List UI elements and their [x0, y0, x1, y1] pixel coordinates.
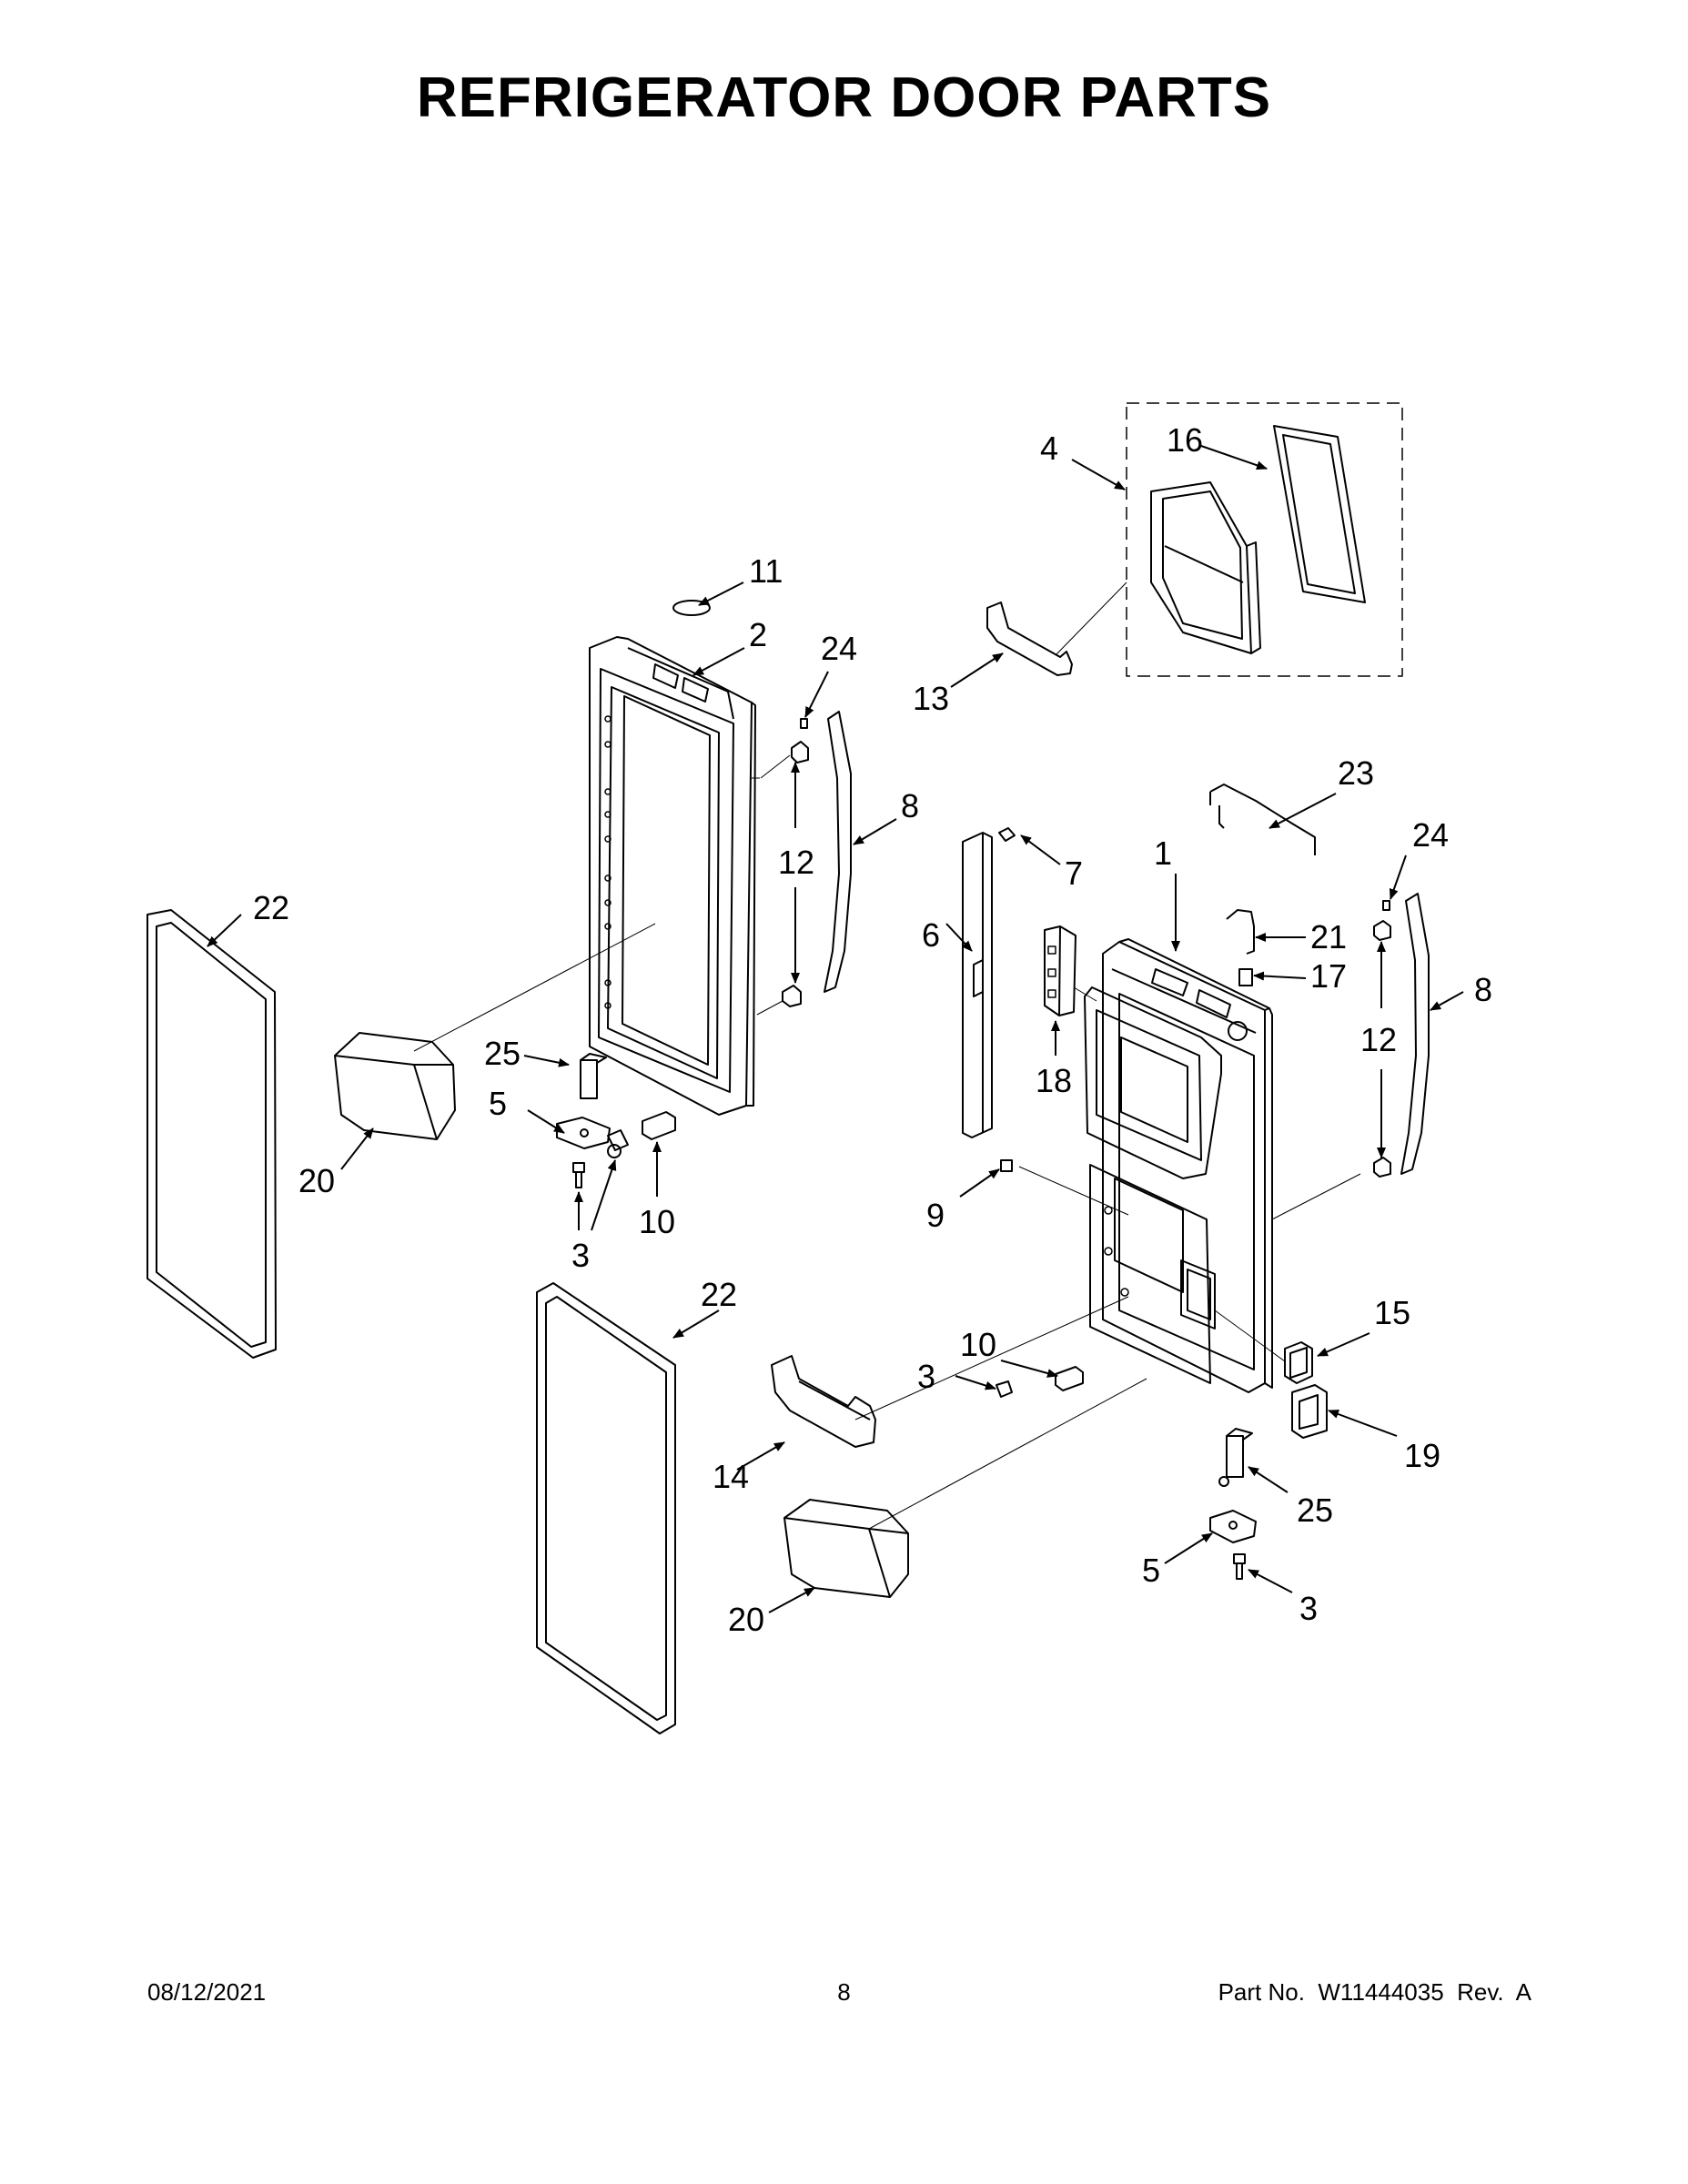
leader-line: [756, 1000, 783, 1016]
callout-4: 4: [1040, 430, 1058, 467]
hinge-bracket-part-5-right: [1209, 1510, 1257, 1543]
callout-labels: 4 16 11 2 24 13 12 8 22 25 5 20 3 10 6 7…: [253, 421, 1492, 1638]
footer-date: 08/12/2021: [147, 1978, 267, 2006]
callout-9: 9: [926, 1197, 945, 1234]
callout-23: 23: [1338, 754, 1374, 792]
callout-3-right-top: 3: [917, 1358, 935, 1395]
o-ring-part-11: [672, 600, 711, 616]
callout-10-left: 10: [639, 1203, 675, 1240]
hinge-part-25-left: [580, 1053, 607, 1099]
page-title: REFRIGERATOR DOOR PARTS: [416, 66, 1272, 129]
callout-21: 21: [1310, 918, 1347, 956]
control-part-18: [1044, 925, 1076, 1016]
handle-standoff-part-12-left-bottom: [782, 985, 802, 1007]
screw-part-3-right-top: [996, 1380, 1013, 1398]
screw-part-3-left: [572, 1162, 585, 1188]
callout-20-left: 20: [298, 1162, 335, 1199]
callout-19: 19: [1404, 1437, 1440, 1474]
leader-line: [1018, 1166, 1129, 1216]
door-bin-part-20-right: [783, 1378, 1147, 1598]
left-door-part-2: [589, 636, 756, 1116]
callout-15: 15: [1374, 1294, 1410, 1331]
bin-part-13: [986, 581, 1127, 676]
callout-25-right: 25: [1297, 1491, 1333, 1529]
door-frame-assembly-part: [1126, 402, 1403, 677]
hinge-bracket-part-5-left: [556, 1117, 611, 1149]
fitting-part-21: [1226, 909, 1255, 955]
leader-line: [413, 923, 656, 1052]
callout-8-right: 8: [1474, 971, 1492, 1008]
bin-part-14: [771, 1296, 1129, 1448]
callout-3-left: 3: [571, 1237, 590, 1274]
callout-24-right: 24: [1412, 816, 1449, 854]
callout-5-left: 5: [489, 1085, 507, 1122]
callout-13: 13: [913, 680, 949, 717]
callout-14: 14: [713, 1458, 749, 1495]
gasket-part-22-left: [147, 909, 277, 1359]
mullion-part-6: [962, 832, 993, 1138]
clip-part-9: [1000, 1159, 1013, 1172]
handle-part-8-right: [1400, 893, 1430, 1175]
handle-standoff-part-12-right-top: [1373, 920, 1391, 941]
callout-6: 6: [922, 916, 940, 954]
callout-18: 18: [1036, 1062, 1072, 1099]
callout-22-left: 22: [253, 889, 289, 926]
callout-12-left: 12: [778, 844, 814, 881]
screw-part-3-right-bottom: [1233, 1553, 1246, 1580]
handle-standoff-part-12-right-bottom: [1373, 1157, 1391, 1178]
cover-part-19: [1291, 1384, 1328, 1439]
callout-10-right: 10: [960, 1326, 996, 1363]
callout-2: 2: [749, 616, 767, 653]
leader-line: [760, 754, 791, 779]
leader-line: [1073, 986, 1097, 1002]
handle-standoff-part-12-left-top: [791, 741, 809, 763]
screw-part-7: [998, 827, 1016, 842]
handle-part-8-left: [824, 711, 852, 993]
tube-part-23: [1209, 784, 1316, 855]
valve-part-17: [1238, 968, 1253, 986]
door-closer-part-10-right: [1055, 1366, 1084, 1391]
hinge-part-25-right: [1218, 1428, 1253, 1487]
callout-11: 11: [749, 552, 783, 590]
gasket-part-22-right: [536, 1282, 676, 1734]
door-bin-part-20-left: [334, 1032, 456, 1140]
right-door-part-1: [1084, 938, 1273, 1393]
callout-16: 16: [1167, 421, 1203, 459]
callout-8-left: 8: [901, 787, 919, 824]
callout-20-right: 20: [728, 1601, 764, 1638]
handle-mount-part-24-right: [1382, 900, 1390, 911]
callout-25-left: 25: [484, 1035, 521, 1072]
callout-5-right: 5: [1142, 1552, 1160, 1589]
leader-line: [1271, 1173, 1361, 1220]
handle-mount-part-24-left: [800, 718, 808, 729]
door-closer-part-10-left: [642, 1111, 676, 1140]
footer-part-number: Part No. W11444035 Rev. A: [1218, 1978, 1531, 2006]
callout-7: 7: [1065, 854, 1083, 892]
callout-24-left: 24: [821, 630, 857, 667]
callout-12-right: 12: [1360, 1021, 1397, 1058]
gasket-part-16: [1273, 425, 1366, 603]
callout-1: 1: [1154, 834, 1172, 872]
callout-22-right: 22: [701, 1276, 737, 1313]
callout-3-right-bottom: 3: [1299, 1590, 1318, 1627]
cover-part-15: [1214, 1309, 1313, 1384]
cam-part-left: [607, 1129, 629, 1158]
callout-arrows: [207, 445, 1464, 1613]
footer-page-number: 8: [837, 1978, 851, 2006]
callout-17: 17: [1310, 957, 1347, 995]
